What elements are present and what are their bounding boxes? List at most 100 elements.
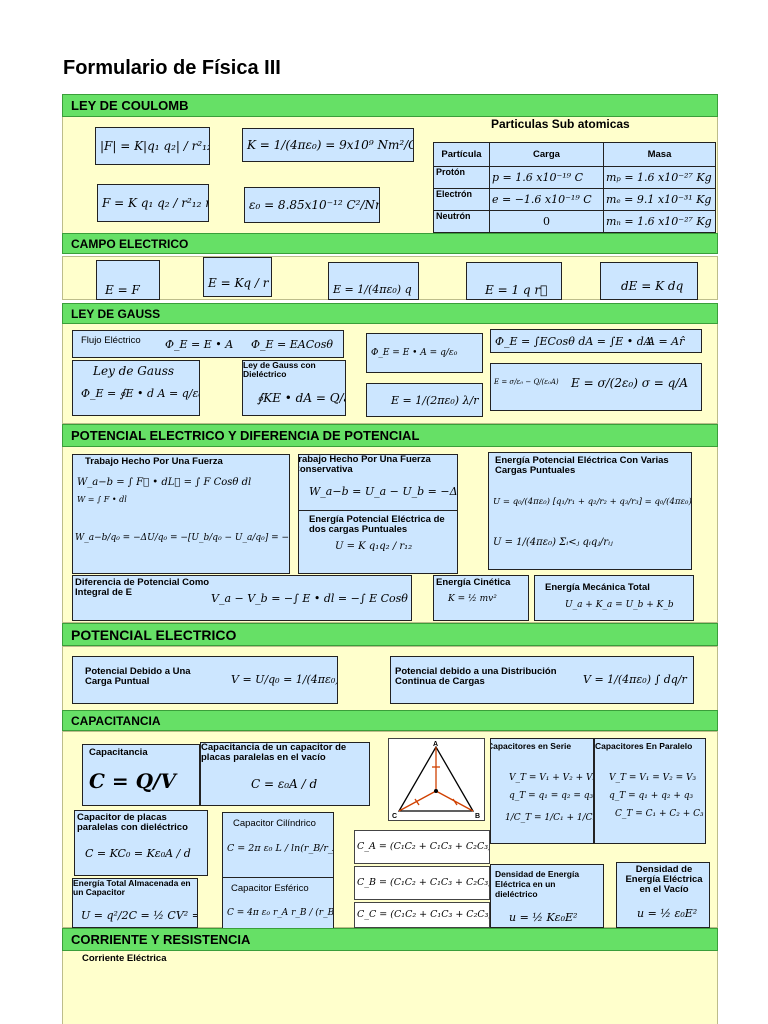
paralelo-eq-3: C_T = C₁ + C₂ + C₃ [615,809,704,819]
energia-dos-label: Energía Potencial Eléctrica de dos carga… [309,514,445,535]
puntual-label: Potencial Debido a Una Carga Puntual [85,666,191,687]
particle-charge: p = 1.6 x10⁻¹⁹ C [489,166,604,189]
section-potencial-dif: POTENCIAL ELECTRICO Y DIFERENCIA DE POTE… [62,424,718,447]
cilindrico-label: Capacitor Cilíndrico [233,818,316,829]
particle-name: Protón [433,166,490,189]
puntual-eq: V = U/q₀ = 1/(4πε₀) q/r [231,673,338,686]
particle-mass: mₚ = 1.6 x10⁻²⁷ Kg [603,166,716,189]
cc-box: C_C = (C₁C₂ + C₁C₃ + C₂C₃)/C₂ [354,902,490,928]
corriente-label: Corriente Eléctrica [82,953,167,964]
campo-eq-1: E = F [105,283,140,297]
serie-eq-2: q_T = q₁ = q₂ = q₃ [509,791,594,801]
capacitancia-label: Capacitancia [89,747,148,758]
serie-eq-1: V_T = V₁ + V₂ + V₃ [509,773,594,783]
cb-box: C_B = (C₁C₂ + C₁C₃ + C₂C₃)/C₁ [354,866,490,900]
esferico-box: Capacitor Esférico C = 4π ε₀ r_A r_B / (… [222,877,334,935]
particles-title: Particulas Sub atomicas [491,117,630,131]
vertex-b: B [475,813,480,820]
coulomb-vector-eq: F = K q₁ q₂ / r²₁₂ r⃗ [102,196,209,210]
gauss-dielectrico-box: Ley de Gauss con Dieléctrico ∮KE • dA = … [242,360,346,416]
gauss-qe0-box: Φ_E = E • A = q/ε₀ [366,333,483,373]
particles-header: Carga [489,142,604,167]
cinetica-box: Energía Cinética K = ½ mv² [433,575,529,621]
placas-label: Capacitancia de un capacitor de placas p… [201,742,347,763]
campo-box-5: dE = K dq [600,262,698,300]
flujo-eq-1: Φ_E = E • A [165,338,234,351]
mecanica-box: Energía Mecánica Total U_a + K_a = U_b +… [534,575,694,621]
particle-name: Neutrón [433,210,490,233]
energia-cap-label: Energía Total Almacenada en un Capacitor [73,878,191,897]
gauss-linea-box: E = 1/(2πε₀) λ/r [366,383,483,417]
cap-dielectrico-box: Capacitor de placas paralelas con dieléc… [74,810,208,876]
cap-dielectrico-eq: C = KC₀ = Kε₀A / d [85,847,191,860]
serie-box: Capacitores en Serie V_T = V₁ + V₂ + V₃ … [490,738,594,844]
particle-charge: 0 [489,210,604,233]
ca-box: C_A = (C₁C₂ + C₁C₃ + C₂C₃)/C₃ [354,830,490,864]
cb-eq: C_B = (C₁C₂ + C₁C₃ + C₂C₃)/C₁ [357,877,489,888]
coulomb-k-box: K = 1/(4πε₀) = 9x10⁹ Nm²/C² [242,128,414,162]
serie-label: Capacitores en Serie [490,741,572,751]
gauss-integral-eq: Φ_E = ∫ECosθ dA = ∫E • dA [495,335,652,348]
gauss-dielectrico-label: Ley de Gauss con Dieléctrico [243,360,316,379]
varias-eq-2: U = 1/(4πε₀) Σᵢ<ⱼ qᵢqⱼ/rᵢⱼ [493,537,613,548]
varias-box: Energía Potencial Eléctrica Con Varias C… [488,452,692,570]
particle-charge: e = −1.6 x10⁻¹⁹ C [489,188,604,211]
integral-eq: V_a − V_b = −∫ E • dl = −∫ E Cosθ dl [211,592,412,605]
campo-box-2: E = Kq / r [203,257,272,297]
cilindrico-eq: C = 2π ε₀ L / ln(r_B/r_A) [227,843,334,854]
gauss-integral-box: Φ_E = ∫ECosθ dA = ∫E • dA A = Ar̂ [490,329,702,353]
capacitancia-box: Capacitancia C = Q/V [82,744,200,806]
vertex-c: C [392,813,397,820]
cinetica-label: Energía Cinética [436,577,511,588]
coulomb-e0-eq: ε₀ = 8.85x10⁻¹² C²/Nm² [249,198,380,212]
varias-eq-1: U = q₀/(4πε₀) [q₁/r₁ + q₂/r₂ + q₃/r₃] = … [493,497,692,507]
gauss-plano-box: E = σ/ε₀ − Q/(ε₀A) E = σ/(2ε₀) σ = q/A [490,363,702,411]
energia-cap-box: Energía Total Almacenada en un Capacitor… [72,878,198,928]
particle-name: Electrón [433,188,490,211]
coulomb-e0-box: ε₀ = 8.85x10⁻¹² C²/Nm² [244,187,380,223]
section-capacitancia: CAPACITANCIA [62,710,718,731]
page-title: Formulario de Física III [63,57,281,79]
placas-eq: C = ε₀A / d [251,777,318,791]
delta-triangle-diagram: A B C [388,738,485,821]
integral-label: Diferencia de Potencial Como Integral de… [75,577,210,598]
coulomb-force-eq: |F| = K|q₁ q₂| / r²₁₂ [100,139,210,153]
cc-eq: C_C = (C₁C₂ + C₁C₃ + C₂C₃)/C₂ [357,909,489,920]
esferico-label: Capacitor Esférico [231,883,309,894]
particle-mass: mₙ = 1.6 x10⁻²⁷ Kg [603,210,716,233]
dens-diel-eq: u = ½ Kε₀E² [509,911,578,924]
table-row: Neutrón 0 mₙ = 1.6 x10⁻²⁷ Kg [433,210,716,233]
puntual-box: Potencial Debido a Una Carga Puntual V =… [72,656,338,704]
cilindrico-box: Capacitor Cilíndrico C = 2π ε₀ L / ln(r_… [222,812,334,884]
flujo-eq-2: Φ_E = EACosθ [251,338,334,351]
distribucion-label: Potencial debido a una Distribución Cont… [395,666,557,687]
coulomb-vector-box: F = K q₁ q₂ / r²₁₂ r⃗ [97,184,209,222]
flujo-label: Flujo Eléctrico [81,335,141,346]
serie-eq-3: 1/C_T = 1/C₁ + 1/C₂ + 1/C₃ [505,813,593,823]
coulomb-force-box: |F| = K|q₁ q₂| / r²₁₂ [95,127,210,165]
ca-eq: C_A = (C₁C₂ + C₁C₃ + C₂C₃)/C₃ [357,841,489,852]
paralelo-eq-1: V_T = V₁ = V₂ = V₃ [609,773,697,783]
trabajo-box: Trabajo Hecho Por Una Fuerza W_a−b = ∫ F… [72,454,290,574]
particle-mass: mₑ = 9.1 x10⁻³¹ Kg [603,188,716,211]
cinetica-eq: K = ½ mv² [448,594,497,604]
mecanica-label: Energía Mecánica Total [545,582,650,593]
particles-header: Masa [603,142,716,167]
capacitancia-eq: C = Q/V [89,769,176,793]
campo-eq-3: E = 1/(4πε₀) q [333,283,412,296]
conservativa-label: Trabajo Hecho Por Una Fuerza Conservativ… [298,454,431,475]
energia-dos-eq: U = K q₁q₂ / r₁₂ [335,541,413,552]
mecanica-eq: U_a + K_a = U_b + K_b [565,600,674,610]
campo-eq-5: dE = K dq [621,279,684,293]
distribucion-eq: V = 1/(4πε₀) ∫ dq/r [583,673,687,686]
trabajo-label: Trabajo Hecho Por Una Fuerza [85,456,223,467]
vertex-a: A [433,741,438,748]
placas-box: Capacitancia de un capacitor de placas p… [200,742,370,806]
campo-box-4: E = 1 q r⃗ [466,262,562,300]
campo-eq-4: E = 1 q r⃗ [485,283,548,297]
gauss-plano-eq: E = σ/(2ε₀) σ = q/A [571,376,689,390]
dens-vacio-label: Densidad de Energía Eléctrica en el Vací… [625,864,703,895]
gauss-dielectrico-eq: ∮KE • dA = Q/ε₀ [257,391,346,405]
varias-label: Energía Potencial Eléctrica Con Varias C… [495,455,669,476]
table-row: Electrón e = −1.6 x10⁻¹⁹ C mₑ = 9.1 x10⁻… [433,188,716,211]
